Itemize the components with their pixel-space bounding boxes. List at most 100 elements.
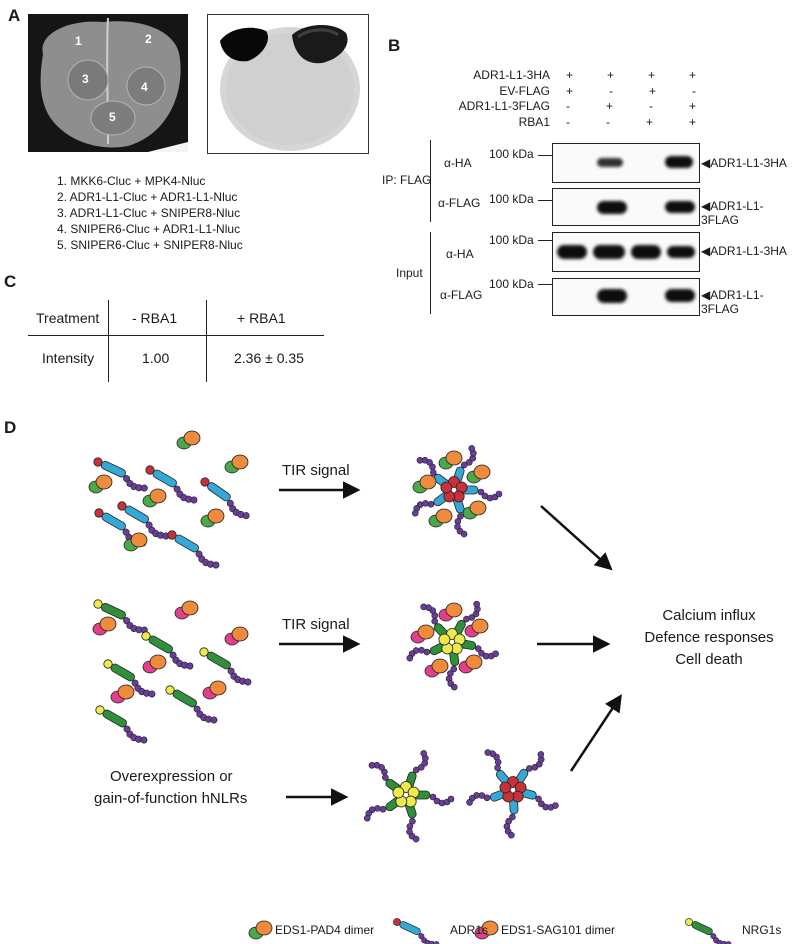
band-label-text: ADR1-L1-3FLAG bbox=[701, 288, 764, 316]
band-label-text: ADR1-L1-3HA bbox=[710, 156, 787, 170]
band bbox=[667, 246, 695, 258]
table-header-plus-rba1: + RBA1 bbox=[237, 310, 286, 326]
band-label-text: ADR1-L1-3HA bbox=[710, 244, 787, 258]
sign: - bbox=[648, 99, 653, 113]
legend-eds1-pad4: EDS1-PAD4 dimer bbox=[275, 923, 375, 937]
panel-b-label: B bbox=[388, 36, 401, 55]
band bbox=[597, 158, 623, 167]
sign: + bbox=[688, 99, 696, 113]
adr1-resistosome-alone bbox=[463, 745, 561, 839]
sign: + bbox=[647, 68, 655, 82]
panel-c-label: C bbox=[4, 272, 17, 291]
legend-pad4-icon bbox=[248, 920, 273, 940]
luminescence-image bbox=[207, 14, 369, 154]
table-cell-intensity: Intensity bbox=[42, 350, 95, 366]
signs-row-1: + + + + bbox=[566, 68, 696, 84]
input-bracket bbox=[430, 232, 431, 314]
overexpression-line-1: Overexpression or bbox=[110, 768, 233, 785]
table-header-treatment: Treatment bbox=[36, 310, 100, 326]
adr1-resistosome-pad4 bbox=[408, 442, 503, 540]
leaf-photo: 1 2 3 4 5 bbox=[28, 14, 188, 152]
row-label-adr1-3ha: ADR1-L1-3HA bbox=[473, 68, 550, 82]
treatment-signs: + + + + + - + - - + - + - - + + bbox=[566, 68, 696, 130]
nrg1-resistosome-alone bbox=[360, 747, 455, 845]
treatment-row-labels: ADR1-L1-3HA EV-FLAG ADR1-L1-3FLAG RBA1 bbox=[440, 68, 550, 130]
mw-marker: 100 kDa bbox=[489, 277, 534, 291]
blot-ip-flag bbox=[552, 188, 700, 226]
band bbox=[631, 245, 661, 259]
legend-line-4: 4. SNIPER6-Cluc + ADR1-L1-Nluc bbox=[57, 222, 241, 236]
sign: + bbox=[688, 114, 696, 129]
outcome-defence-responses: Defence responses bbox=[644, 629, 774, 646]
band bbox=[597, 201, 627, 214]
sign: + bbox=[645, 114, 653, 129]
spot-4-label: 4 bbox=[141, 80, 148, 94]
spot-5-label: 5 bbox=[109, 110, 116, 124]
band-label-flag: ◀ADR1-L1-3FLAG bbox=[701, 199, 764, 227]
tir-signal-label-2: TIR signal bbox=[282, 616, 350, 633]
sign: + bbox=[688, 68, 696, 82]
intensity-table: Treatment - RBA1 + RBA1 Intensity 1.00 2… bbox=[28, 300, 324, 382]
signs-row-4: - - + + bbox=[566, 115, 696, 131]
legend-line-3: 3. ADR1-L1-Cluc + SNIPER8-Nluc bbox=[57, 206, 241, 220]
mw-marker: 100 kDa bbox=[489, 233, 534, 247]
antibody-ha-ip: α-HA bbox=[444, 156, 472, 170]
sign: + bbox=[566, 68, 574, 82]
row-label-rba1: RBA1 bbox=[518, 114, 550, 129]
blot-ip-ha bbox=[552, 143, 700, 183]
antibody-flag-input: α-FLAG bbox=[440, 288, 483, 302]
legend-line-1: 1. MKK6-Cluc + MPK4-Nluc bbox=[57, 174, 206, 188]
band bbox=[557, 245, 587, 259]
sign: - bbox=[691, 83, 696, 98]
sign: - bbox=[566, 114, 570, 129]
spot-3-label: 3 bbox=[82, 72, 89, 86]
overexpression-line-2: gain-of-function hNLRs bbox=[94, 790, 248, 807]
table-divider bbox=[108, 300, 109, 382]
mw-marker: 100 kDa bbox=[489, 192, 534, 206]
outcome-calcium-influx: Calcium influx bbox=[662, 607, 756, 624]
mw-marker: 100 kDa bbox=[489, 147, 534, 161]
legend-line-5: 5. SNIPER6-Cluc + SNIPER8-Nluc bbox=[57, 238, 243, 252]
ip-flag-label: IP: FLAG bbox=[382, 173, 432, 187]
row-label-adr1-3flag: ADR1-L1-3FLAG bbox=[458, 99, 550, 113]
leaf-shape bbox=[40, 17, 188, 152]
band-label-ha-input: ◀ADR1-L1-3HA bbox=[701, 244, 787, 258]
spot-1-label: 1 bbox=[75, 34, 82, 48]
panel-d-label: D bbox=[4, 418, 17, 437]
band-label-text: ADR1-L1-3FLAG bbox=[701, 199, 764, 227]
table-divider bbox=[206, 300, 207, 382]
sign: + bbox=[605, 99, 613, 113]
sign: + bbox=[566, 83, 574, 98]
blot-input-flag bbox=[552, 278, 700, 316]
panel-d-diagram bbox=[88, 430, 735, 944]
legend-adr1s: ADR1s bbox=[450, 923, 489, 937]
tir-signal-label-1: TIR signal bbox=[282, 462, 350, 479]
band-label-flag-input: ◀ADR1-L1-3FLAG bbox=[701, 288, 764, 316]
table-cell-minus: 1.00 bbox=[142, 350, 170, 366]
band bbox=[665, 289, 695, 302]
band-label-ha: ◀ADR1-L1-3HA bbox=[701, 156, 787, 170]
antibody-ha-input: α-HA bbox=[446, 247, 474, 261]
band bbox=[597, 289, 627, 303]
adr1-monomers-row1 bbox=[89, 456, 254, 573]
legend-adr1-icon bbox=[389, 916, 443, 944]
panel-a-label: A bbox=[8, 6, 21, 25]
antibody-flag-ip: α-FLAG bbox=[438, 196, 481, 210]
band bbox=[665, 201, 695, 213]
sign: - bbox=[566, 99, 570, 113]
nrg1-resistosome-sag101 bbox=[403, 597, 501, 692]
mw-tick bbox=[538, 284, 552, 285]
outcome-cell-death: Cell death bbox=[675, 651, 743, 668]
arrow-to-outcome-3 bbox=[569, 694, 622, 772]
table-header-minus-rba1: - RBA1 bbox=[132, 310, 178, 326]
spot-2-label: 2 bbox=[145, 32, 152, 46]
legend-nrg1-icon bbox=[681, 916, 735, 944]
mw-tick bbox=[538, 155, 552, 156]
legend-line-2: 2. ADR1-L1-Cluc + ADR1-L1-Nluc bbox=[57, 190, 238, 204]
mw-tick bbox=[538, 200, 552, 201]
sign: - bbox=[609, 83, 613, 98]
ip-bracket bbox=[430, 140, 431, 222]
luminescence-signal bbox=[220, 24, 360, 151]
table-header-rule bbox=[28, 335, 324, 336]
sign: - bbox=[605, 114, 610, 129]
